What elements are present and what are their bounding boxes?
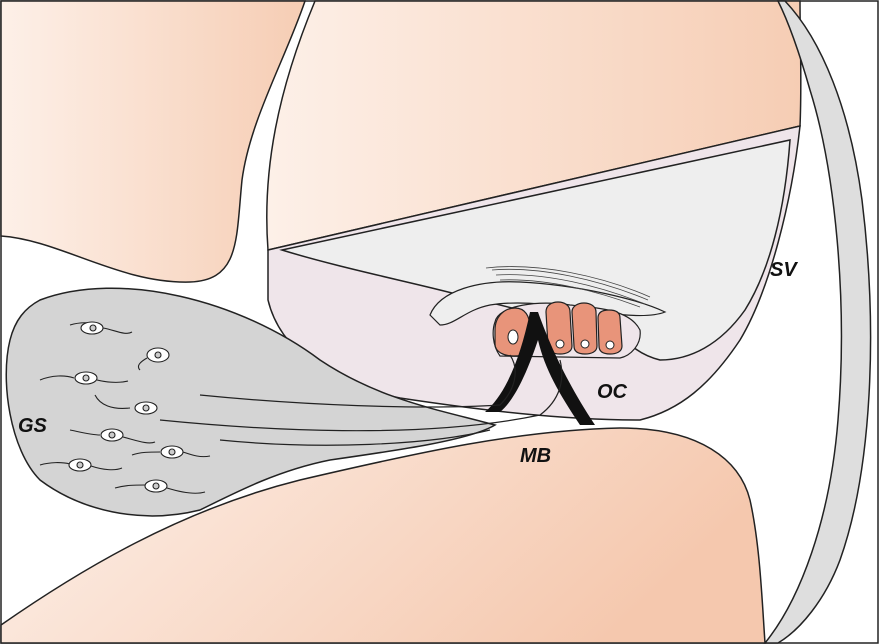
label-mb: MB	[520, 445, 551, 467]
outer-hair-cell-2	[572, 303, 597, 354]
label-sv: SV	[770, 259, 798, 281]
label-oc: OC	[597, 381, 628, 403]
outer-hair-cell-3	[598, 310, 622, 354]
label-gs: GS	[18, 415, 48, 437]
